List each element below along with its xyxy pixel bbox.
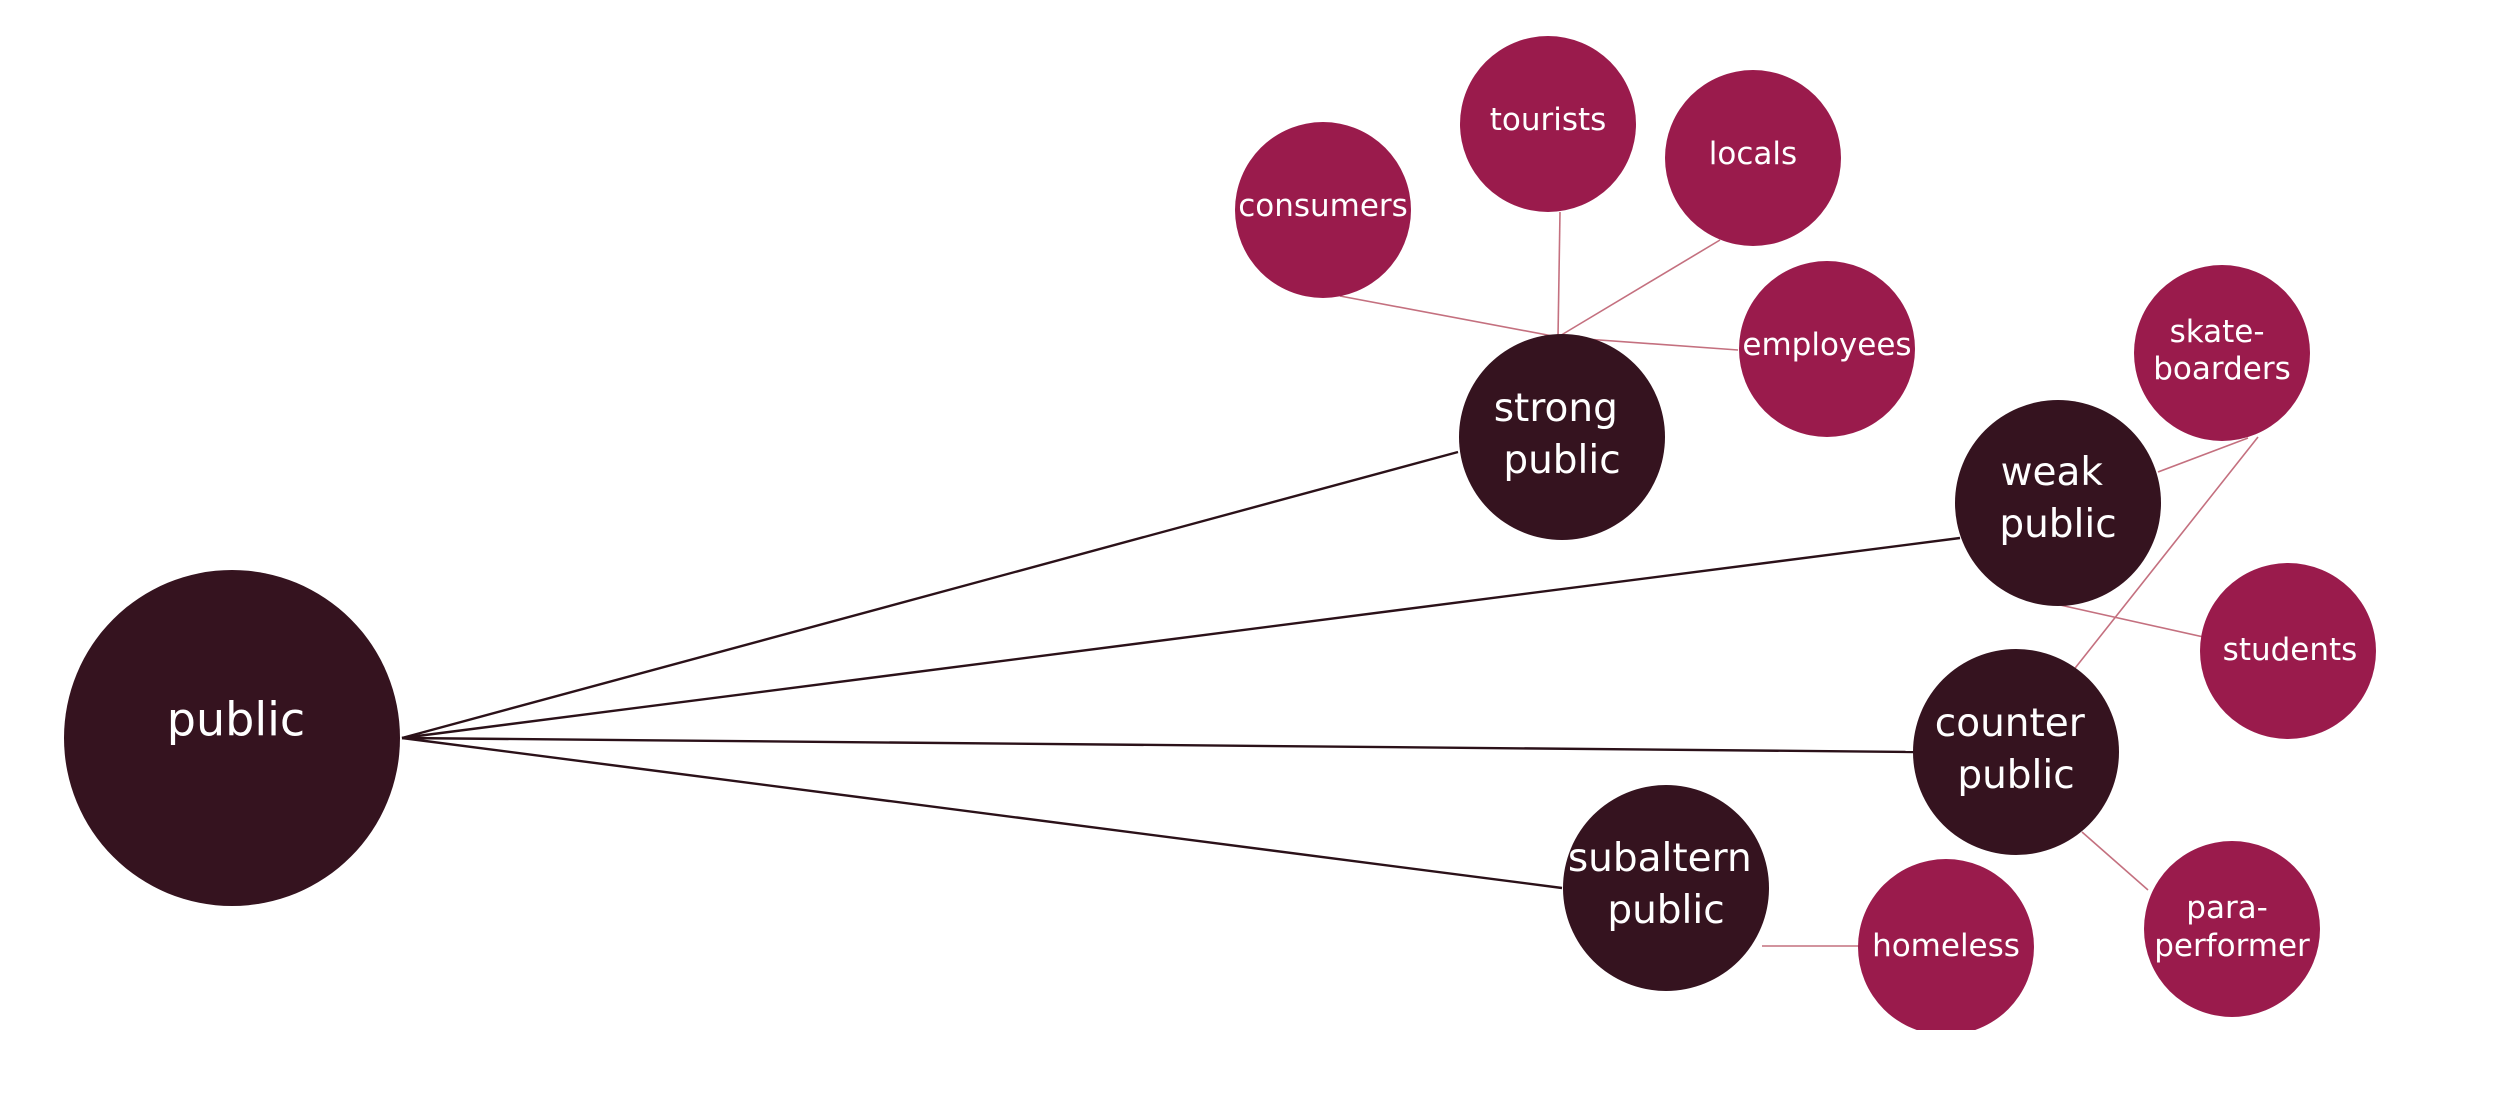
- link-strong-locals: [1557, 239, 1721, 338]
- node-tourists-circle: [1460, 36, 1636, 212]
- node-consumers-circle: [1235, 122, 1411, 298]
- node-strong-public-circle: [1459, 334, 1665, 540]
- node-employees: employees: [1739, 261, 1915, 437]
- node-locals-label: locals: [1709, 136, 1797, 172]
- node-skateboarders: skate- boarders: [2134, 265, 2310, 441]
- node-public-circle: [64, 570, 400, 906]
- node-counter-public-line-2: public: [1957, 753, 2074, 798]
- node-students-line-1: students: [2223, 632, 2358, 668]
- node-subaltern-public: subaltern public: [1563, 785, 1769, 991]
- link-public-subaltern-public: [401, 736, 1563, 890]
- link-counter-para-performer: [2081, 831, 2149, 891]
- node-employees-circle: [1739, 261, 1915, 437]
- node-counter-public-label: counter public: [1935, 701, 2097, 798]
- node-strong-public: strong public: [1459, 334, 1665, 540]
- node-homeless-label: homeless: [1872, 928, 2020, 964]
- node-consumers-label: consumers: [1238, 188, 1408, 224]
- node-weak-public-circle: [1955, 400, 2161, 606]
- link-public-strong-public: [401, 450, 1459, 740]
- node-strong-public-line-1: strong: [1494, 386, 1618, 431]
- node-locals-line-1: locals: [1709, 136, 1797, 172]
- node-tourists-line-1: tourists: [1490, 102, 1607, 138]
- node-homeless-line-1: homeless: [1872, 928, 2020, 964]
- node-consumers: consumers: [1235, 122, 1411, 298]
- node-para-performer: para- performer: [2144, 841, 2320, 1017]
- node-consumers-line-1: consumers: [1238, 188, 1408, 224]
- node-students-label: students: [2223, 632, 2358, 668]
- node-tourists: tourists: [1460, 36, 1636, 212]
- node-homeless-circle: [1858, 859, 2034, 1030]
- node-subaltern-public-line-1: subaltern: [1568, 836, 1752, 881]
- link-strong-tourists: [1557, 211, 1561, 338]
- node-locals: locals: [1665, 70, 1841, 246]
- node-subaltern-public-line-2: public: [1607, 888, 1724, 933]
- node-tourists-label: tourists: [1490, 102, 1607, 138]
- node-weak-public: weak public: [1955, 400, 2161, 606]
- node-employees-line-1: employees: [1742, 327, 1911, 363]
- node-strong-public-label: strong public: [1494, 386, 1631, 483]
- node-weak-public-line-2: public: [1999, 502, 2116, 547]
- node-homeless: homeless: [1858, 859, 2034, 1030]
- node-locals-circle: [1665, 70, 1841, 246]
- node-employees-label: employees: [1742, 327, 1911, 363]
- node-students: students: [2200, 563, 2376, 739]
- node-para-performer-line-1: para-: [2186, 890, 2268, 926]
- node-students-circle: [2200, 563, 2376, 739]
- node-para-performer-line-2: performer: [2154, 928, 2310, 964]
- node-weak-public-line-1: weak: [2001, 450, 2104, 495]
- link-public-weak-public: [401, 536, 1961, 740]
- link-weak-students: [2059, 604, 2209, 639]
- link-public-counter-public: [401, 736, 1916, 754]
- link-strong-consumers: [1339, 295, 1559, 338]
- node-skateboarders-line-2: boarders: [2153, 351, 2291, 387]
- node-subaltern-public-circle: [1563, 785, 1769, 991]
- node-weak-public-label: weak public: [1999, 450, 2116, 547]
- node-counter-public-circle: [1913, 649, 2119, 855]
- node-skateboarders-circle: [2134, 265, 2310, 441]
- link-counter-skateboarders: [2071, 436, 2259, 673]
- node-counter-public: counter public: [1913, 649, 2119, 855]
- node-skateboarders-label: skate- boarders: [2153, 314, 2291, 387]
- node-subaltern-public-label: subaltern public: [1568, 836, 1764, 933]
- node-skateboarders-line-1: skate-: [2170, 314, 2265, 350]
- link-weak-skateboarders: [2157, 437, 2249, 473]
- node-public: public: [64, 570, 400, 906]
- node-strong-public-line-2: public: [1503, 438, 1620, 483]
- primary-links: [401, 450, 1961, 890]
- secondary-links: [1339, 211, 2259, 947]
- node-counter-public-line-1: counter: [1935, 701, 2086, 746]
- node-para-performer-label: para- performer: [2154, 890, 2310, 964]
- node-public-label: public: [167, 693, 305, 747]
- node-para-performer-circle: [2144, 841, 2320, 1017]
